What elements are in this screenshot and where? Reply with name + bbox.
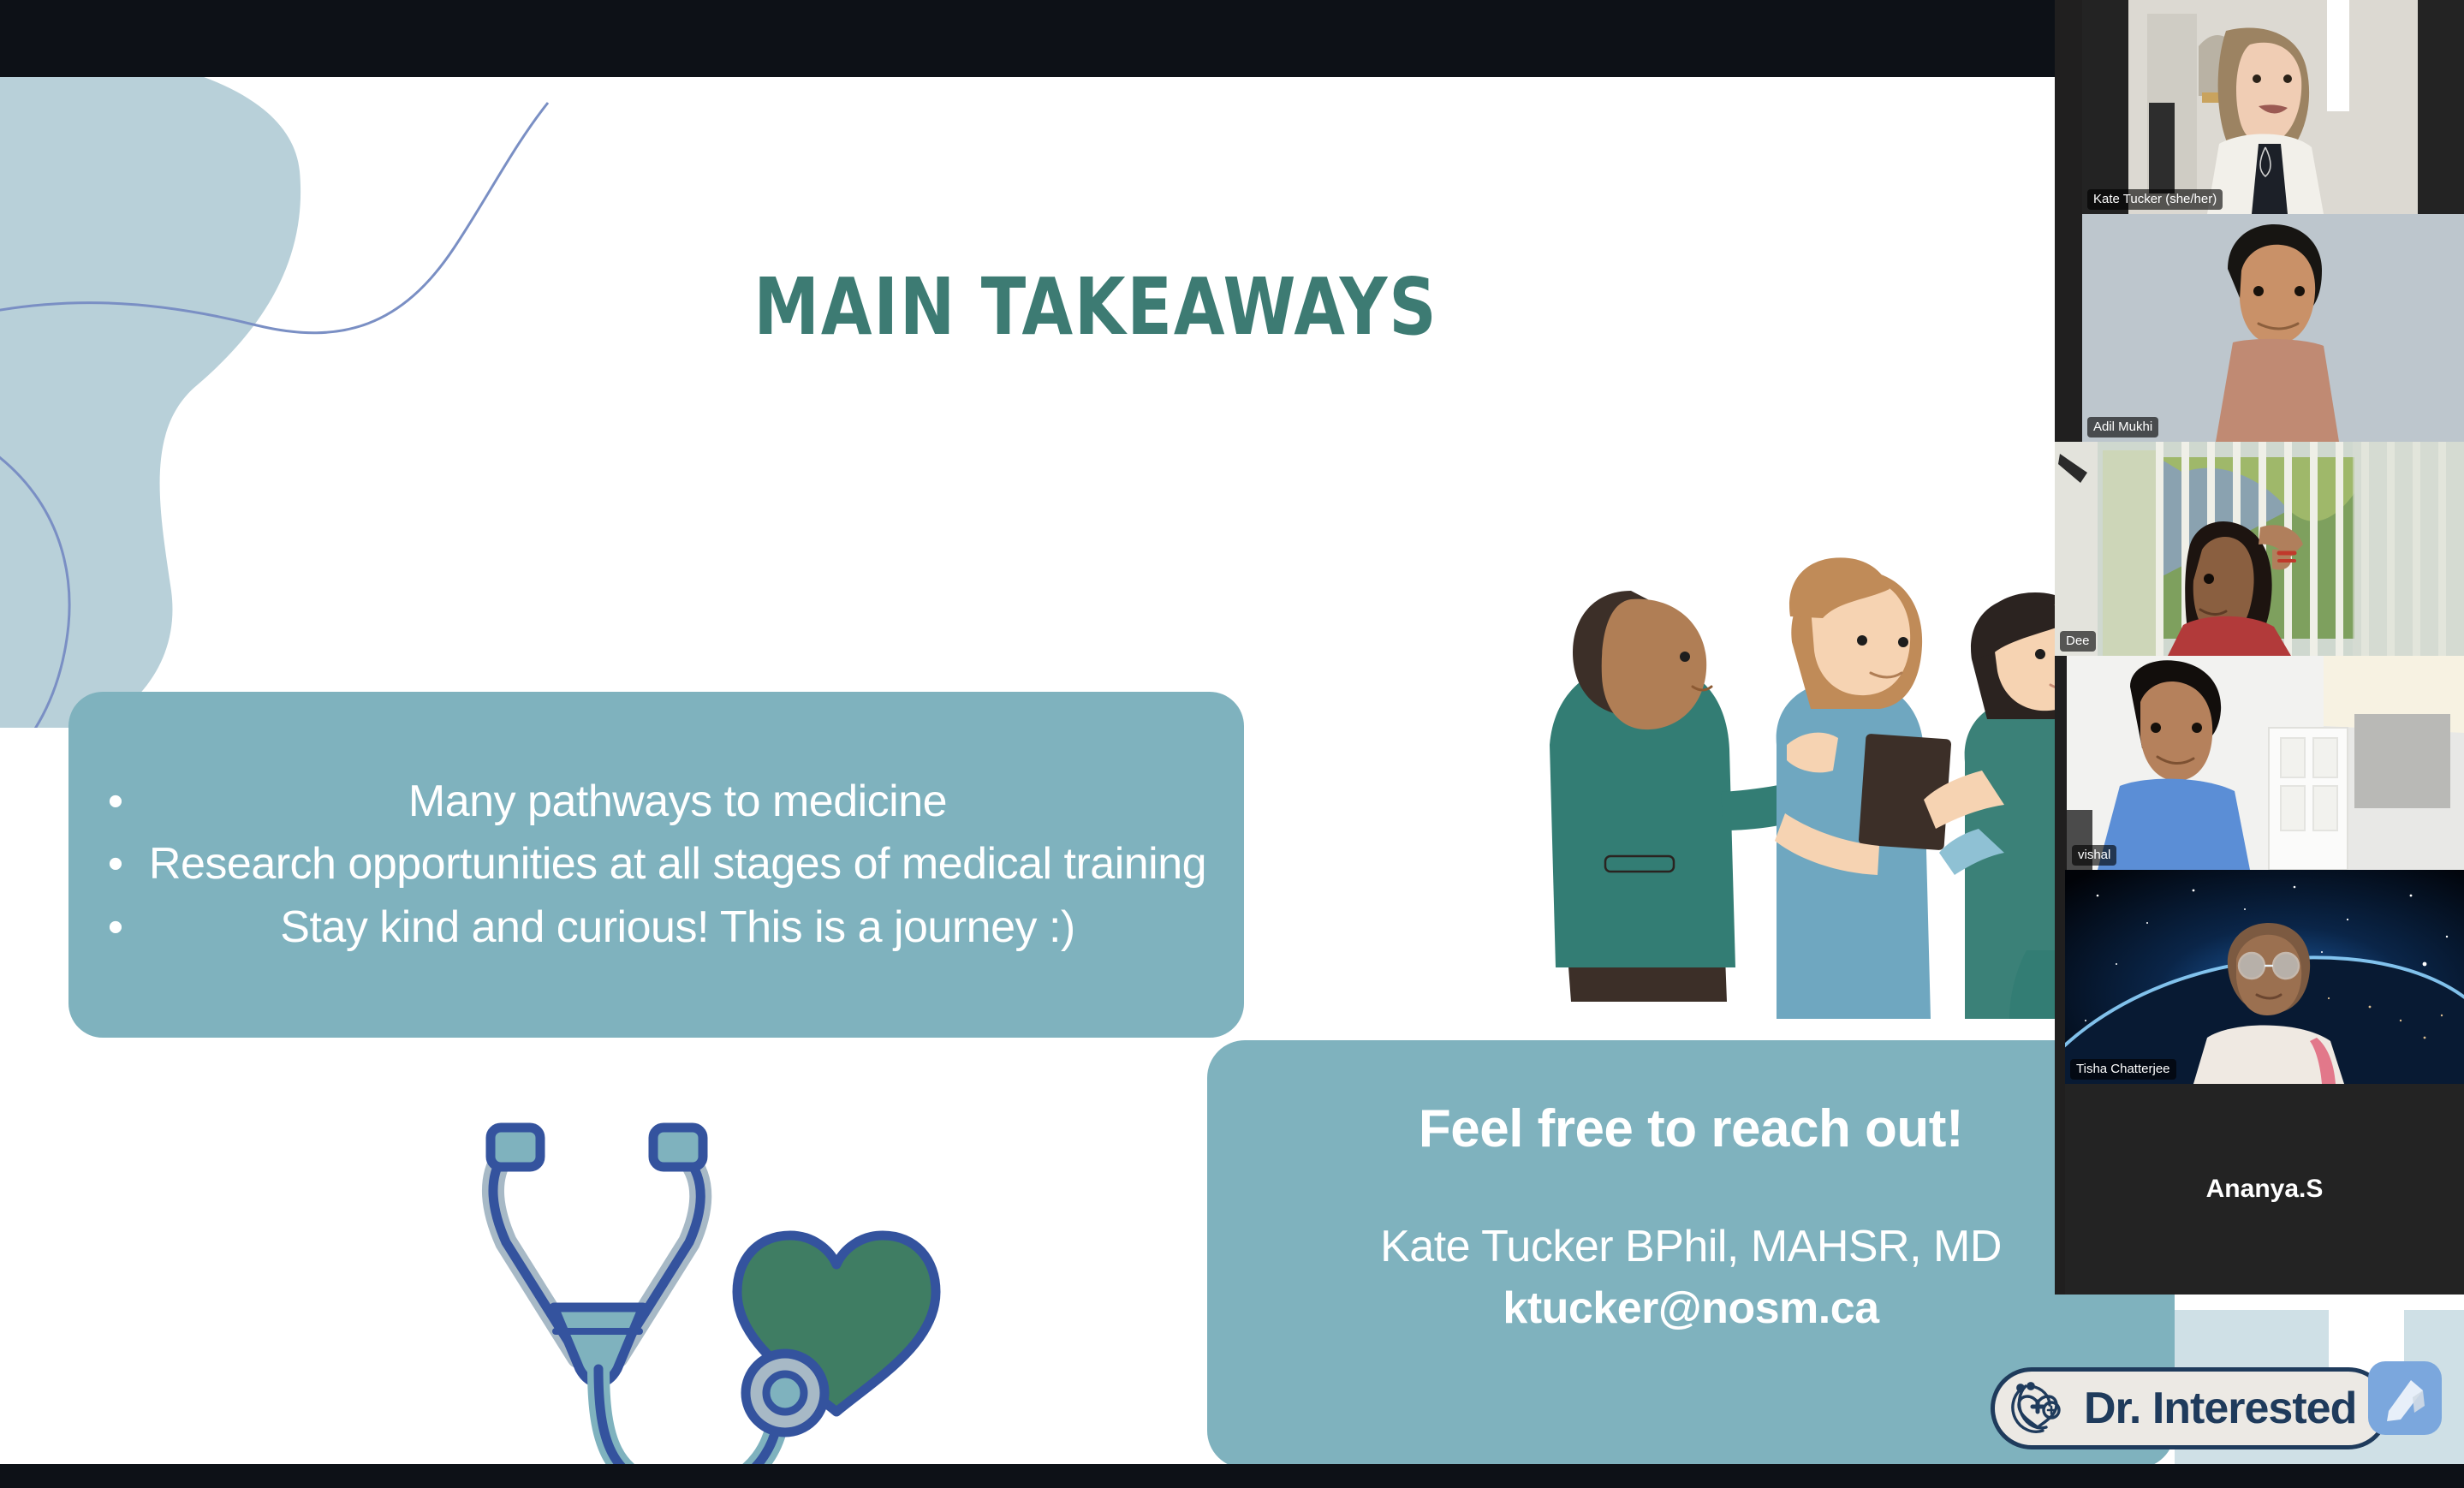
bullet-marker-icon: • xyxy=(107,839,124,890)
list-item-label: Many pathways to medicine xyxy=(408,776,948,826)
participant-tile[interactable]: vishal xyxy=(2067,656,2464,870)
contact-email: ktucker@nosm.ca xyxy=(1503,1283,1879,1333)
participant-name-label: vishal xyxy=(2072,844,2117,866)
list-item: • Stay kind and curious! This is a journ… xyxy=(86,902,1210,954)
participant-name-label: Dee xyxy=(2060,630,2096,652)
shared-slide: MAIN TAKEAWAYS • Many pathways to medici… xyxy=(0,77,2464,1464)
top-letterbox-bar xyxy=(0,0,2464,77)
dr-interested-logo: Dr. Interested xyxy=(1991,1367,2390,1449)
bottom-letterbox-bar xyxy=(0,1464,2464,1488)
decorative-blob xyxy=(0,77,651,774)
participant-tile[interactable]: Dee xyxy=(2055,442,2464,656)
page-title: MAIN TAKEAWAYS xyxy=(753,261,1438,353)
stethoscope-heart-cross-icon xyxy=(2007,1376,2072,1441)
list-item: • Research opportunities at all stages o… xyxy=(86,838,1210,890)
stethoscope-heart-illustration xyxy=(449,1074,997,1464)
participant-name-label: Kate Tucker (she/her) xyxy=(2087,188,2223,210)
takeaways-card: • Many pathways to medicine • Research o… xyxy=(68,692,1244,1038)
list-item-label: Stay kind and curious! This is a journey… xyxy=(280,902,1075,952)
list-item: • Many pathways to medicine xyxy=(86,776,1210,828)
annotation-tool-badge[interactable] xyxy=(2368,1361,2442,1435)
participant-tile[interactable]: Kate Tucker (she/her) xyxy=(2082,0,2464,214)
participant-filmstrip: Kate Tucker (she/her) Adil Mukhi xyxy=(2055,0,2464,1295)
participant-name-label: Adil Mukhi xyxy=(2087,416,2159,437)
bullet-marker-icon: • xyxy=(107,776,124,826)
dr-interested-logo-text: Dr. Interested xyxy=(2084,1384,2357,1433)
contact-heading: Feel free to reach out! xyxy=(1418,1099,1964,1158)
participant-name-label: Tisha Chatterjee xyxy=(2070,1058,2176,1080)
list-item-label: Research opportunities at all stages of … xyxy=(148,839,1207,890)
medical-team-illustration xyxy=(1503,488,2102,1087)
participant-tile[interactable]: Tisha Chatterjee xyxy=(2065,870,2464,1084)
bullet-marker-icon: • xyxy=(107,902,124,952)
participant-tile[interactable]: Adil Mukhi xyxy=(2082,214,2464,442)
contact-name: Kate Tucker BPhil, MAHSR, MD xyxy=(1380,1222,2002,1271)
participant-tile[interactable]: Ananya.S xyxy=(2065,1084,2464,1295)
participant-name-label: Ananya.S xyxy=(2205,1175,2324,1203)
